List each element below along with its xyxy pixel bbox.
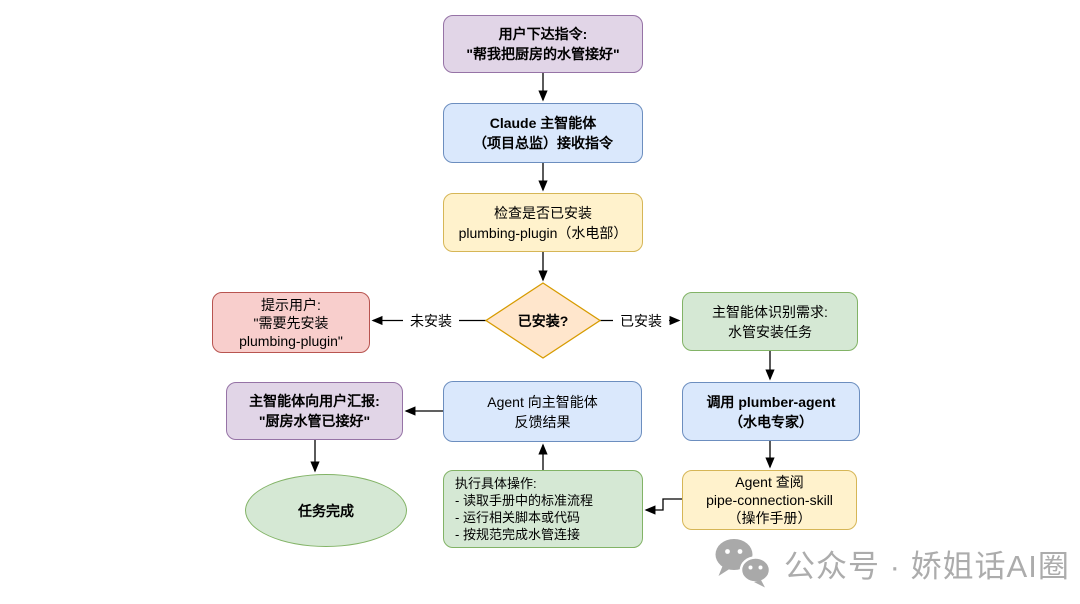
node-task-done: 任务完成 — [245, 474, 407, 547]
node-text-line: 任务完成 — [298, 502, 354, 519]
node-check-plugin: 检查是否已安装 plumbing-plugin（水电部） — [443, 193, 643, 252]
edge-label-not-installed: 未安装 — [403, 311, 459, 330]
arrow-skill-to-execute — [644, 498, 682, 515]
node-text-line: 水管安装任务 — [728, 323, 812, 340]
node-text-line: 主智能体识别需求: — [712, 303, 828, 320]
node-text-line: pipe-connection-skill — [706, 492, 833, 508]
node-lookup-skill: Agent 查阅 pipe-connection-skill （操作手册） — [682, 470, 857, 530]
node-text-line: 用户下达指令: — [498, 26, 588, 42]
node-text-line: 调用 plumber-agent — [706, 393, 836, 410]
wechat-icon — [715, 539, 772, 588]
node-execute-steps: 执行具体操作: - 读取手册中的标准流程 - 运行相关脚本或代码 - 按规范完成… — [443, 470, 643, 548]
node-feedback: Agent 向主智能体 反馈结果 — [443, 381, 642, 442]
node-call-plumber: 调用 plumber-agent （水电专家） — [682, 382, 860, 441]
node-text-line: 提示用户: — [261, 296, 321, 313]
node-text-line: Agent 查阅 — [735, 474, 804, 490]
node-user-command: 用户下达指令: "帮我把厨房的水管接好" — [443, 15, 643, 73]
node-text-line: Agent 向主智能体 — [487, 393, 598, 410]
decision-diamond-shape — [484, 282, 602, 359]
node-identify-task: 主智能体识别需求: 水管安装任务 — [682, 292, 858, 351]
node-text-line: 已安装? — [517, 312, 569, 329]
node-prompt-user: 提示用户: "需要先安装 plumbing-plugin" — [212, 292, 370, 353]
edge-label-installed: 已安装 — [613, 311, 669, 330]
node-text-line: plumbing-plugin" — [239, 332, 343, 349]
watermark-text: 公众号 · 娇姐话AI圈 — [784, 548, 1070, 584]
node-text-line: 执行具体操作: — [455, 476, 537, 491]
node-text-line: "厨房水管已接好" — [258, 413, 371, 429]
node-text-line: - 按规范完成水管连接 — [455, 527, 580, 542]
node-text-line: Claude 主智能体 — [489, 115, 597, 131]
node-text-line: plumbing-plugin（水电部） — [458, 224, 628, 241]
node-text-line: 反馈结果 — [514, 413, 571, 430]
node-text-line: 检查是否已安装 — [494, 204, 592, 221]
node-report-user: 主智能体向用户汇报: "厨房水管已接好" — [226, 382, 403, 440]
node-text-line: "需要先安装 — [253, 314, 329, 331]
node-text-line: 主智能体向用户汇报: — [249, 393, 380, 409]
node-text-line: （水电专家） — [729, 413, 813, 430]
node-text-line: （操作手册） — [727, 510, 812, 526]
node-text-line: "帮我把厨房的水管接好" — [466, 46, 620, 62]
watermark: 公众号 · 娇姐话AI圈 — [714, 538, 1070, 588]
node-decision: 已安装? — [486, 283, 600, 358]
node-claude-main: Claude 主智能体 （项目总监）接收指令 — [443, 103, 643, 163]
node-text-line: - 运行相关脚本或代码 — [455, 510, 580, 525]
node-text-line: - 读取手册中的标准流程 — [455, 493, 593, 508]
node-text-line: （项目总监）接收指令 — [473, 135, 613, 151]
